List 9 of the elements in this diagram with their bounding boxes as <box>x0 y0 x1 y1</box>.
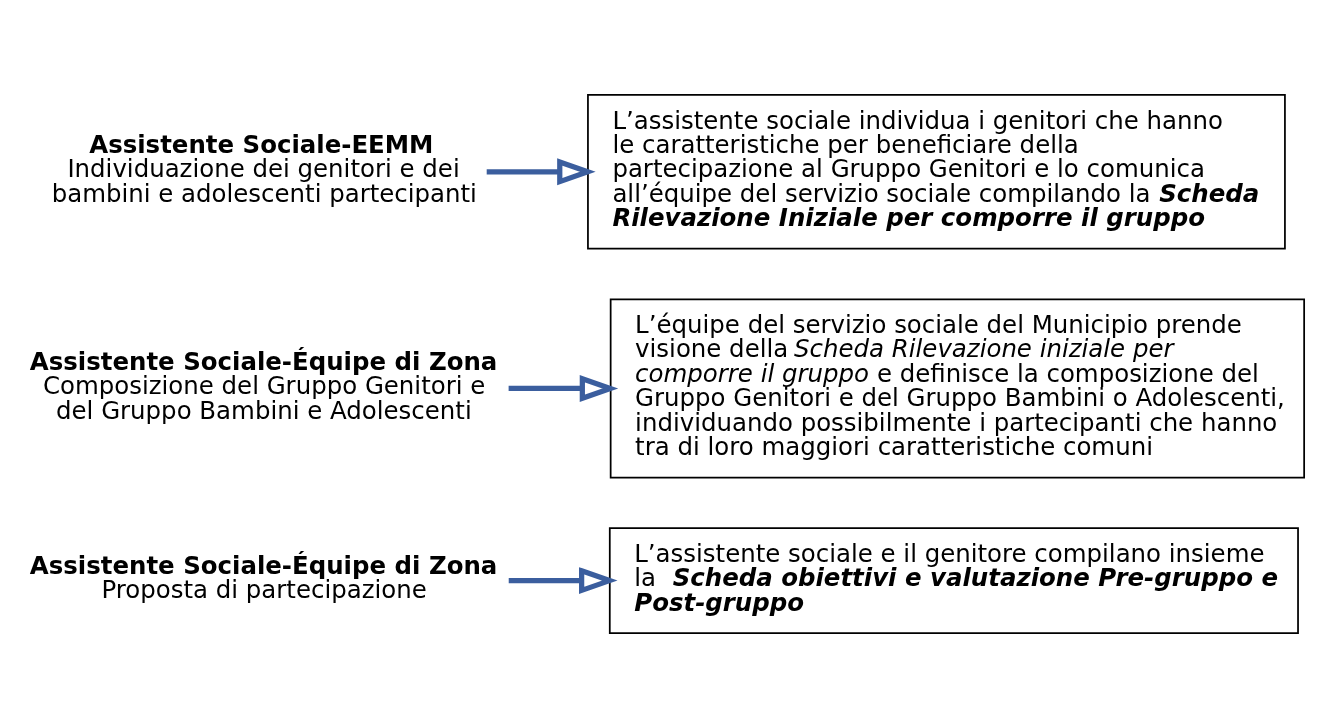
arrow <box>508 374 619 402</box>
node-box: L’assistente sociale e il genitore compilano insieme la Scheda obiettivi e valutazione Pre-gruppo e Post-gruppo <box>608 527 1299 634</box>
node-text: Assistente Sociale-Équipe di Zona Proposta di partecipazione <box>29 550 498 605</box>
arrow <box>486 158 596 186</box>
node-text: Assistente Sociale-EEMM Individuazione dei genitori e dei bambini e adolescenti partecipanti <box>51 129 477 208</box>
arrow <box>508 567 618 595</box>
node-box: L’équipe del servizio sociale del Municipio prende visione della Scheda Rilevazione iniziale per comporre il gruppo e definisce la composizione del Gruppo Genitori e del Gruppo Bambini o Adolescenti, individuando possibilmente i partecipanti che hanno tra di loro maggiori caratteristiche comuni <box>609 298 1306 479</box>
node-text: Assistente Sociale-Équipe di Zona Composizione del Gruppo Genitori e del Gruppo Bambini e Adolescenti <box>29 346 498 425</box>
node-box: L’assistente sociale individua i genitori che hanno le caratteristiche per beneficiare della partecipazione al Gruppo Genitori e lo comunica all’équipe del servizio sociale compilando la Scheda Rilevazione Iniziale per comporre il gruppo <box>587 94 1286 250</box>
